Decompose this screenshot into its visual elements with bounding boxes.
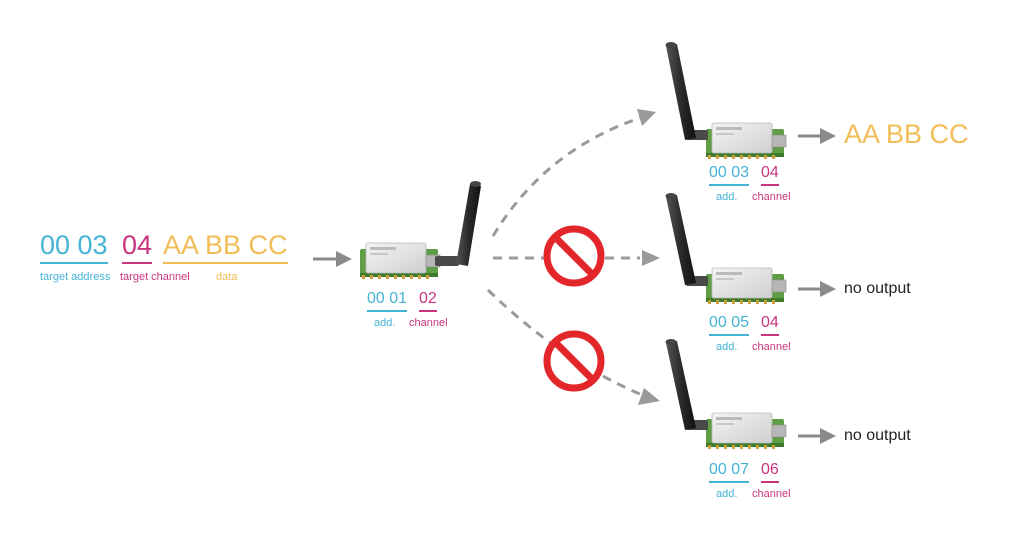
sender-address-label: add.: [374, 317, 396, 329]
sender-address: 00 01: [367, 291, 408, 312]
receiver-3-address: 00 07: [709, 462, 750, 483]
receiver-1-output: AA BB CC: [844, 119, 969, 149]
arrow-right-icon: [798, 281, 836, 297]
arrow-right-icon: [313, 251, 352, 267]
receiver-2-channel-label: channel: [752, 341, 791, 353]
receiver-2-address-label: add.: [716, 341, 738, 353]
radio-module-icon: [705, 267, 787, 305]
packet-target-address-label: target address: [40, 271, 111, 283]
receiver-3-channel-label: channel: [752, 488, 791, 500]
radio-module-icon: [705, 122, 787, 160]
receiver-1-address: 00 03: [709, 165, 750, 186]
arrow-right-icon: [798, 428, 836, 444]
antenna-icon: [665, 42, 708, 140]
receiver-1-address-label: add.: [716, 191, 738, 203]
prohibited-icon: [547, 334, 601, 388]
receiver-2-address: 00 05: [709, 315, 750, 336]
receiver-2-channel: 04: [761, 315, 779, 336]
packet-data: AA BB CC: [163, 232, 288, 264]
antenna-icon: [665, 193, 708, 286]
receiver-1-channel: 04: [761, 165, 779, 186]
packet-target-address: 00 03: [40, 232, 108, 264]
antenna-icon: [435, 181, 481, 266]
receiver-3-output: no output: [844, 427, 911, 444]
receiver-3-channel: 06: [761, 462, 779, 483]
receiver-1-channel-label: channel: [752, 191, 791, 203]
radio-module-icon: [359, 242, 441, 280]
receiver-2-output: no output: [844, 280, 911, 297]
packet-target-channel: 04: [122, 232, 153, 264]
receiver-3-address-label: add.: [716, 488, 738, 500]
prohibited-icon: [547, 229, 601, 283]
sender-channel: 02: [419, 291, 437, 312]
packet-target-channel-label: target channel: [120, 271, 190, 283]
arrow-head-receiver-1: [637, 109, 656, 126]
antenna-icon: [665, 339, 708, 430]
arrow-head-receiver-2: [642, 250, 660, 266]
sender-channel-label: channel: [409, 317, 448, 329]
radio-module-icon: [705, 412, 787, 450]
arrow-right-icon: [798, 128, 836, 144]
arrow-head-receiver-3: [638, 388, 660, 405]
packet-data-label: data: [216, 271, 238, 283]
signal-path-to-receiver-1: [491, 116, 641, 237]
